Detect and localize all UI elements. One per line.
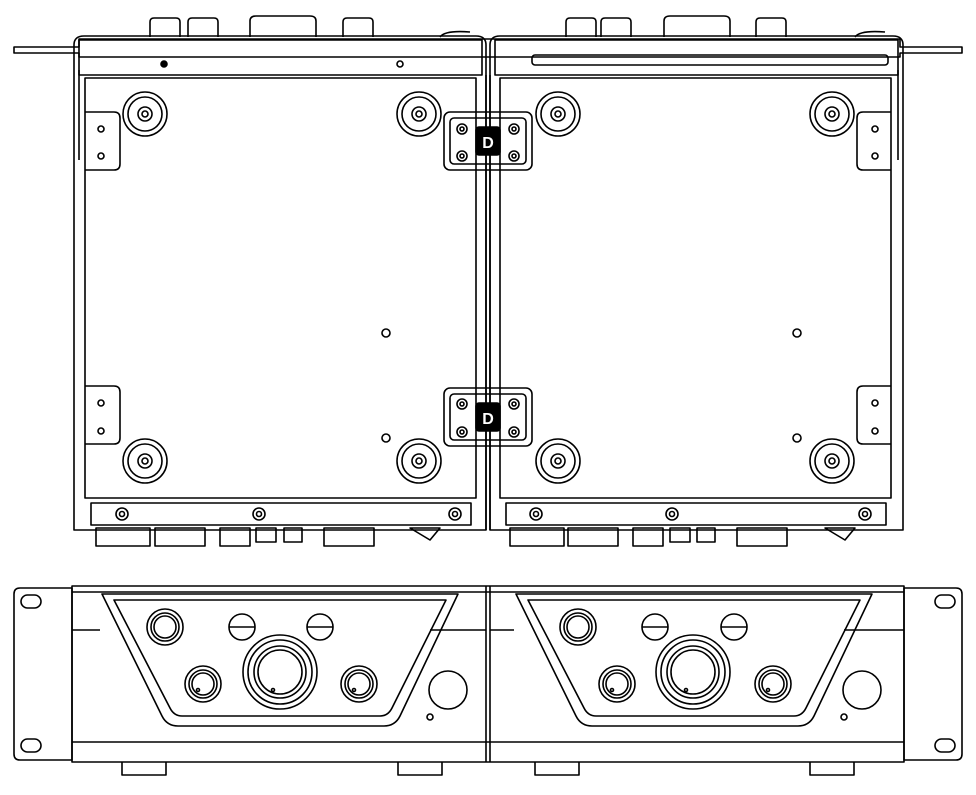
joining-plate-top: D <box>443 111 533 171</box>
screw-hole <box>396 60 404 68</box>
knob <box>559 608 597 646</box>
knob <box>641 613 669 641</box>
d-badge-bottom <box>475 402 501 432</box>
knob <box>306 613 334 641</box>
top-knobs <box>149 15 886 38</box>
front-chassis <box>71 585 905 763</box>
right-front-panel <box>490 593 904 727</box>
knob <box>228 613 256 641</box>
rubber-feet <box>122 91 855 484</box>
knob <box>340 665 378 703</box>
knob <box>184 665 222 703</box>
main-knob <box>242 634 318 710</box>
right-chassis <box>489 35 904 531</box>
d-badge-bottom-label: D <box>482 411 494 428</box>
panel-holes <box>381 328 802 443</box>
power-button <box>840 670 882 721</box>
knob <box>146 608 184 646</box>
front-feet <box>121 762 855 776</box>
knob <box>754 665 792 703</box>
top-view: D D <box>13 15 963 547</box>
knob <box>598 665 636 703</box>
d-badge-top <box>475 126 501 156</box>
screw-hole <box>160 60 168 68</box>
side-brackets <box>85 111 891 445</box>
left-front-panel <box>72 593 486 727</box>
power-button <box>426 670 468 721</box>
joining-plate-bottom: D <box>443 387 533 447</box>
rear-connectors <box>95 527 856 547</box>
front-view <box>13 585 963 776</box>
d-badge-top-label: D <box>482 135 494 152</box>
main-knob <box>655 634 731 710</box>
front-rack-ears <box>13 587 963 761</box>
left-chassis <box>73 35 487 531</box>
rail-screws <box>115 507 872 521</box>
knob <box>720 613 748 641</box>
